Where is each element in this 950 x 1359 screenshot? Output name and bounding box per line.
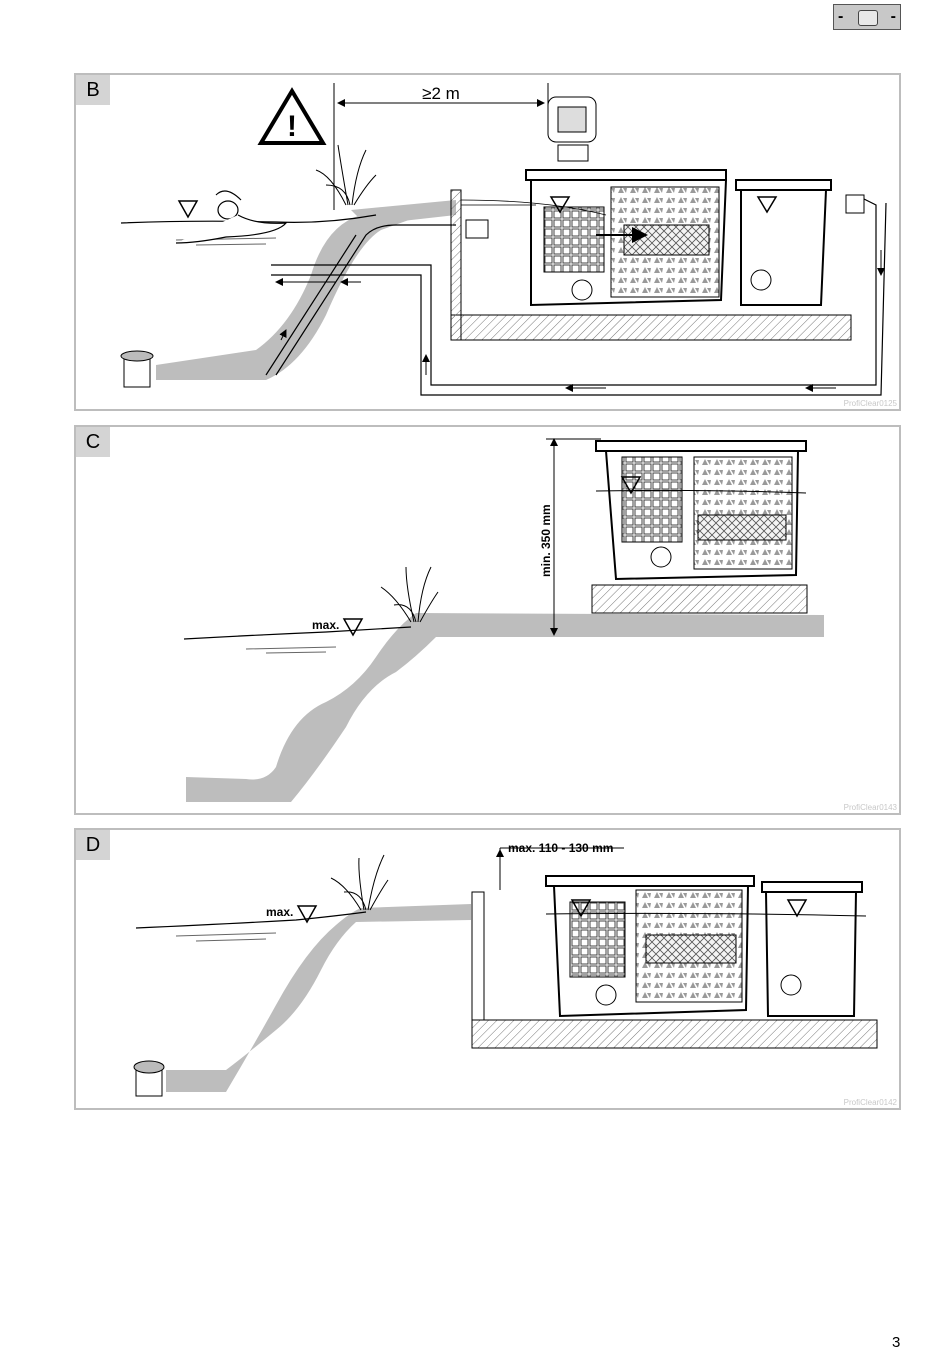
figure-panel-b: B ! ≥2 m — [74, 73, 901, 411]
reed-plant-icon — [315, 144, 377, 206]
reed-plant-icon — [330, 854, 389, 911]
panel-label-d: D — [76, 830, 110, 860]
water-line — [135, 911, 367, 929]
figure-code-d: ProfiClear0142 — [843, 1098, 897, 1107]
diagram-c: max. min. 350 mm — [183, 438, 824, 802]
language-selector: - - — [833, 4, 901, 30]
skimmer — [123, 356, 151, 388]
distance-label: ≥2 m — [422, 84, 460, 103]
water-level-icon — [342, 618, 364, 637]
figure-panel-c: C max. min. 350 mm ProfiClear01 — [74, 425, 901, 815]
diagram-b: ! ≥2 m — [120, 83, 887, 396]
max-level-label: max. — [266, 905, 293, 919]
diagram-d: max. max. 110 - 130 mm — [133, 841, 878, 1097]
warning-icon — [257, 87, 327, 145]
swimmer-icon — [175, 190, 288, 244]
max-height-label: max. 110 - 130 mm — [508, 841, 613, 855]
pond-bank — [166, 904, 471, 1092]
filter-unit — [465, 169, 865, 307]
figure-code-b: ProfiClear0125 — [843, 399, 897, 408]
foundation-slab — [471, 1019, 878, 1049]
filter-unit — [595, 440, 807, 581]
lang-right-mark: - — [890, 8, 896, 25]
water-line — [120, 214, 377, 224]
water-line — [183, 626, 412, 640]
min-height-label: min. 350 mm — [539, 504, 553, 577]
filter-unit — [545, 875, 867, 1018]
panel-label-b: B — [76, 75, 110, 105]
max-level-label: max. — [312, 618, 339, 632]
water-level-icon — [296, 905, 318, 924]
reed-plant-icon — [380, 566, 439, 623]
language-selector-icon — [858, 10, 878, 26]
pond-bank — [186, 613, 824, 802]
foundation-slab — [450, 314, 852, 341]
bank-top — [351, 200, 456, 225]
pond-bank — [156, 203, 456, 380]
figure-panel-d: D max. max. 110 - 130 mm — [74, 828, 901, 1110]
svg-text:!: ! — [287, 110, 297, 143]
panel-label-c: C — [76, 427, 110, 457]
foundation-slab — [591, 584, 808, 614]
page-number: 3 — [892, 1334, 901, 1351]
water-level-icon — [177, 200, 199, 219]
figure-code-c: ProfiClear0143 — [843, 803, 897, 812]
lang-left-mark: - — [838, 8, 844, 25]
